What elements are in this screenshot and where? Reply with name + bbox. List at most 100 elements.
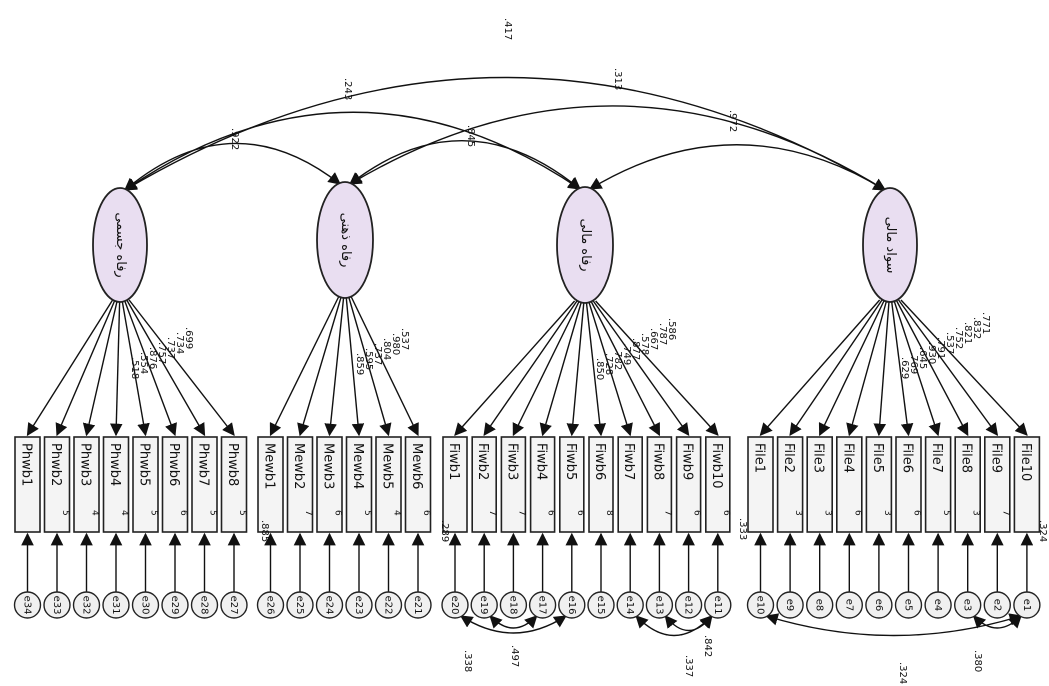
indicator-r2-label: 3	[793, 510, 803, 516]
indicator-r2-label: 7	[662, 510, 672, 516]
error-label: e1	[1021, 599, 1032, 612]
loading-value: .586	[666, 318, 677, 340]
latent-label: رفاه ذهنی	[338, 213, 353, 268]
indicator-label: Phwb7	[196, 443, 211, 486]
loading-value: .771	[980, 312, 991, 334]
error-label: e20	[449, 596, 460, 615]
error-label: e9	[784, 599, 795, 612]
indicator-r2-label: 3	[971, 510, 981, 516]
covariance-label: .972	[727, 110, 738, 132]
indicator-r2-label: 7	[487, 510, 497, 516]
indicator-r2-label: 3	[823, 510, 833, 516]
error-label: e5	[903, 599, 914, 612]
indicator-label: Phwb8	[225, 443, 240, 486]
error-label: e6	[873, 599, 884, 612]
indicator-r2-label: 5	[60, 510, 70, 516]
error-label: e29	[169, 596, 180, 615]
indicator-r2-label: 5	[208, 510, 218, 516]
residual-label: .842	[702, 635, 713, 657]
error-label: e23	[353, 596, 364, 615]
error-label: e16	[566, 596, 577, 615]
residual-label: .324	[897, 662, 908, 684]
error-label: e27	[228, 596, 239, 615]
indicator-label: Phwb4	[107, 443, 122, 486]
indicator-label: Fiwb8	[650, 443, 665, 480]
residual-label: .497	[509, 645, 520, 667]
indicator-label: File4	[840, 443, 855, 473]
error-label: e22	[383, 596, 394, 615]
loading-arrow	[330, 296, 344, 435]
indicator-label: Fiwb5	[563, 443, 578, 480]
error-label: e30	[140, 596, 151, 615]
indicator-r2-label: 6	[333, 510, 343, 516]
indicator-r2-label: 3	[882, 510, 892, 516]
error-label: e11	[712, 596, 723, 615]
loading-arrow	[543, 301, 582, 435]
error-label: e18	[507, 596, 518, 615]
covariance-label: .243	[342, 78, 353, 100]
error-label: e4	[932, 599, 943, 612]
indicator-r2-label: 7	[1000, 510, 1010, 516]
loading-arrow	[455, 301, 575, 435]
covariance-arc	[590, 145, 885, 190]
loading-arrow	[28, 300, 113, 435]
residual-label: .338	[462, 650, 473, 672]
indicator-r2-label: 5	[237, 510, 247, 516]
indicator-label: File10	[1018, 443, 1033, 481]
error-label: e34	[22, 596, 33, 615]
covariance-label: .922	[229, 128, 240, 150]
error-label: e21	[412, 596, 423, 615]
indicator-label: File5	[870, 443, 885, 473]
indicator-r2-label: 8	[604, 510, 614, 516]
loading-arrow	[271, 296, 340, 435]
indicator-r2-label: 6	[178, 510, 188, 516]
latent-label: سواد مالی	[883, 217, 898, 274]
indicator-r2-label: 7	[516, 510, 526, 516]
indicator-label: File9	[988, 443, 1003, 473]
indicator-label: Phwb6	[166, 443, 181, 486]
indicator-label: Fiwb3	[504, 443, 519, 480]
indicator-label: File7	[929, 443, 944, 473]
loading-value: .537	[399, 328, 410, 350]
indicator-r2-label: 7	[303, 510, 313, 516]
loading-arrow	[484, 301, 577, 435]
indicator-r2-label: 5	[941, 510, 951, 516]
error-label: e17	[537, 596, 548, 615]
indicator-label: File3	[811, 443, 826, 473]
indicator-label: Mewb6	[409, 443, 424, 489]
indicator-label: Phwb2	[48, 443, 63, 486]
covariance-arc	[350, 106, 885, 190]
residual-label: .337	[683, 655, 694, 677]
error-label: e14	[624, 596, 635, 615]
indicator-r2-label: 4	[119, 510, 129, 516]
indicator-label: Mewb5	[380, 443, 395, 489]
indicator-r2-label: 4	[90, 510, 100, 516]
indicator-r2-label: 5	[149, 510, 159, 516]
loading-arrow	[116, 300, 120, 435]
residual-covariance-arc	[767, 616, 1021, 636]
indicator-r2-label: 4	[392, 510, 402, 516]
indicator-label: File6	[900, 443, 915, 473]
indicator-label: Fiwb4	[534, 443, 549, 480]
error-label: e25	[294, 596, 305, 615]
indicator-r2-label: 6	[575, 510, 585, 516]
covariance-label: .417	[502, 18, 513, 40]
loading-arrow	[572, 301, 584, 435]
error-label: e3	[962, 599, 973, 612]
error-label: e2	[991, 599, 1002, 612]
error-label: e12	[683, 596, 694, 615]
latent-label: رفاه جسمی	[113, 212, 128, 277]
indicator-label: Fiwb10	[709, 443, 724, 489]
residual-label: .289	[439, 520, 450, 542]
error-label: e24	[324, 596, 335, 615]
error-label: e31	[110, 596, 121, 615]
loading-arrow	[820, 300, 885, 435]
indicator-label: Fiwb1	[446, 443, 461, 480]
indicator-label: Mewb1	[262, 443, 277, 489]
indicator-label: Fiwb6	[592, 443, 607, 480]
indicator-label: Fiwb9	[680, 443, 695, 480]
indicator-r2-label: 5	[362, 510, 372, 516]
indicator-r2-label: 6	[721, 510, 731, 516]
